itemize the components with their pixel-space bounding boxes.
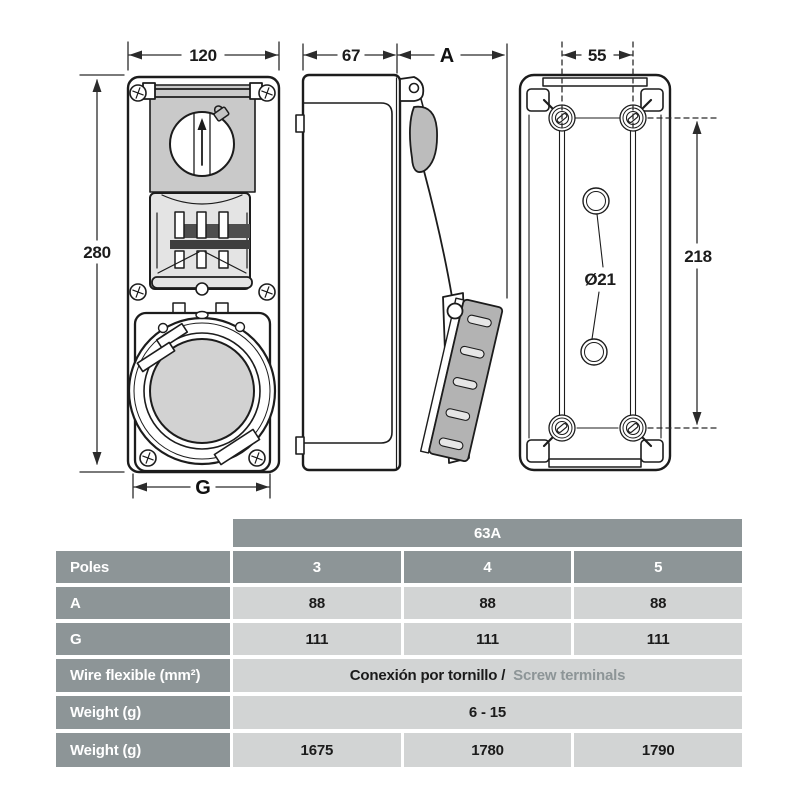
table-cell: 111	[403, 623, 572, 655]
table-cell: 88	[574, 587, 743, 619]
row-label-a: A	[56, 587, 230, 619]
hole-diameter-label: Ø21	[584, 270, 615, 289]
connection-text-en: Screw terminals	[513, 667, 626, 684]
front-flange-label: G	[195, 477, 211, 499]
table-cell: 1675	[233, 733, 401, 767]
table-cell: 1780	[403, 733, 572, 767]
drawing-svg: 120 280	[79, 41, 717, 499]
dimension-120: 120	[127, 41, 280, 71]
back-height-label: 218	[684, 247, 711, 266]
table-cell-merged: Conexión por tornillo / Screw terminals	[233, 659, 742, 692]
technical-drawing: 120 280	[79, 41, 717, 499]
table-row-weight: Weight (g) 1675 1780 1790	[56, 733, 743, 767]
table-rating-header: 63A	[233, 519, 742, 547]
table-row-weight-range: Weight (g) 6 - 15	[56, 696, 742, 729]
screw-icons	[129, 84, 276, 467]
table-cell: 4	[403, 551, 572, 583]
table-row-poles: Poles 3 4 5	[56, 551, 743, 583]
row-label-poles: Poles	[56, 551, 230, 583]
lid-handle	[409, 105, 438, 173]
table-cell: 5	[574, 551, 743, 583]
dimension-G: G	[132, 473, 271, 499]
connection-text-es: Conexión por tornillo /	[349, 667, 506, 684]
row-label-weight-range: Weight (g)	[56, 696, 230, 729]
row-label-g: G	[56, 623, 230, 655]
padlock-icon	[213, 105, 230, 122]
socket-face	[127, 310, 277, 473]
table-cell: 88	[233, 587, 401, 619]
table-row-wire: Wire flexible (mm²) Conexión por tornill…	[56, 659, 742, 692]
dimension-67: 67	[302, 43, 398, 74]
front-height-label: 280	[83, 243, 110, 262]
front-view-drawing	[126, 75, 281, 474]
table-cell: 88	[403, 587, 572, 619]
side-socket-label: A	[440, 45, 454, 67]
table-cell: 3	[233, 551, 401, 583]
dimension-A: A	[397, 43, 508, 299]
spec-table: 63A Poles 3 4 5 A 88 88 88 G 111 111 111…	[56, 519, 743, 771]
table-cell: 111	[574, 623, 743, 655]
dimension-280: 280	[79, 74, 125, 473]
breaker-module	[149, 192, 253, 296]
table-row-a: A 88 88 88	[56, 587, 743, 619]
table-cell: 111	[233, 623, 401, 655]
row-label-weight: Weight (g)	[56, 733, 230, 767]
front-width-label: 120	[189, 46, 216, 65]
table-row-g: G 111 111 111	[56, 623, 743, 655]
dimension-218: 218	[647, 117, 717, 429]
back-hole-spacing-label: 55	[588, 46, 606, 65]
row-label-wire: Wire flexible (mm²)	[56, 659, 230, 692]
table-cell: 1790	[574, 733, 743, 767]
side-depth-label: 67	[342, 46, 360, 65]
dimension-annotations: 120 280	[79, 41, 717, 499]
hinged-lid	[419, 292, 504, 464]
side-view-drawing	[295, 73, 504, 472]
table-cell-merged: 6 - 15	[233, 696, 742, 729]
dimension-55: 55	[561, 41, 634, 128]
